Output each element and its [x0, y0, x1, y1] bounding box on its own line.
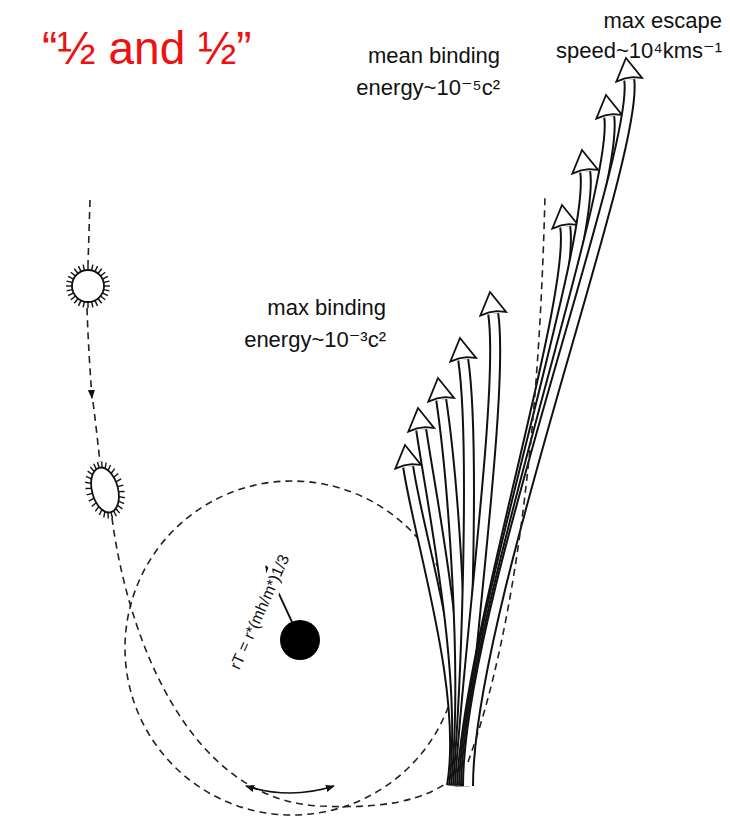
debris-arrow-head [408, 408, 434, 432]
star-hair [104, 463, 108, 469]
star-hair [95, 300, 98, 305]
debris-arrow-head [395, 445, 421, 469]
star-trajectory [112, 518, 470, 807]
tidal-radius-label: rT = r*(mh/m*)1/3 [225, 550, 295, 675]
star-hair [118, 485, 124, 487]
star-hair [101, 272, 106, 276]
star-hair [107, 465, 112, 470]
star-hair [71, 272, 76, 276]
debris-arrow-head [596, 95, 622, 119]
star-hair [87, 493, 93, 495]
mean-orbit-line [468, 195, 545, 762]
star-hair [90, 466, 94, 472]
star-hair [67, 290, 73, 291]
star-hair [113, 473, 119, 477]
debris-arrow-head [428, 378, 454, 402]
star-hair [102, 511, 106, 517]
star-hair [98, 269, 102, 274]
star-hair [91, 503, 97, 507]
star-hair [88, 498, 94, 501]
star-hair [104, 285, 110, 286]
star-hair [119, 495, 125, 499]
binding-energy-label: max binding energy~10⁻³c² [196, 292, 386, 356]
star-trajectory [88, 200, 90, 264]
star-hair [92, 302, 93, 308]
star-hair [116, 508, 120, 514]
debris-arrow-head [450, 338, 476, 362]
star-hair [110, 469, 115, 474]
star-hair [98, 299, 102, 304]
escape-speed-label: max escape speed~10⁴kms⁻¹ [512, 6, 722, 66]
star-body [72, 270, 104, 302]
star-hair [83, 302, 84, 308]
star-hair [94, 463, 97, 469]
star-hair [66, 285, 72, 286]
black-hole [280, 620, 320, 660]
star-hair [117, 504, 122, 509]
debris-arrow-head [572, 150, 598, 174]
star-hair [86, 475, 91, 480]
star-hair [74, 269, 78, 274]
star-hair [87, 302, 88, 308]
star-hair [68, 276, 73, 279]
star-hair [78, 300, 81, 305]
star-hair [88, 470, 93, 475]
star-hair [95, 266, 98, 271]
star-hair [74, 299, 78, 304]
star-hair [116, 479, 122, 482]
star-hair [83, 265, 84, 271]
star-hair [71, 296, 76, 300]
star [79, 457, 131, 523]
star-hair [97, 462, 99, 468]
star-hair [87, 264, 88, 270]
debris-arrow-outline [468, 80, 630, 786]
binding-energy-label: mean binding energy~10⁻⁵c² [290, 40, 500, 104]
star-hair [85, 481, 91, 485]
star-hair [114, 511, 117, 517]
star-trajectory [93, 402, 100, 462]
star-hair [111, 512, 113, 518]
star-hair [107, 512, 110, 518]
title-note: “½ and ½” [42, 20, 322, 76]
star-hair [104, 290, 110, 291]
tidal-radius-circle [125, 481, 459, 815]
star-hair [85, 487, 91, 490]
star-hair [101, 296, 106, 300]
star-hair [78, 266, 81, 271]
star [66, 264, 110, 308]
star-hair [92, 265, 93, 271]
star-hair [119, 500, 124, 505]
star-body [86, 464, 123, 515]
debris-arrow-head [480, 292, 506, 316]
star-hair [102, 293, 107, 296]
debris-arrow-fill [468, 80, 630, 786]
star-hair [102, 276, 107, 279]
star-hair [100, 462, 103, 468]
star-trajectory [87, 308, 92, 398]
double-arrow [246, 786, 334, 793]
star-hair [98, 509, 103, 514]
star-hair [94, 506, 99, 511]
star-hair [119, 490, 125, 493]
star-hair [104, 281, 110, 282]
star-hair [68, 293, 73, 296]
star-hair [67, 281, 73, 282]
debris-arrow-head [552, 205, 578, 229]
